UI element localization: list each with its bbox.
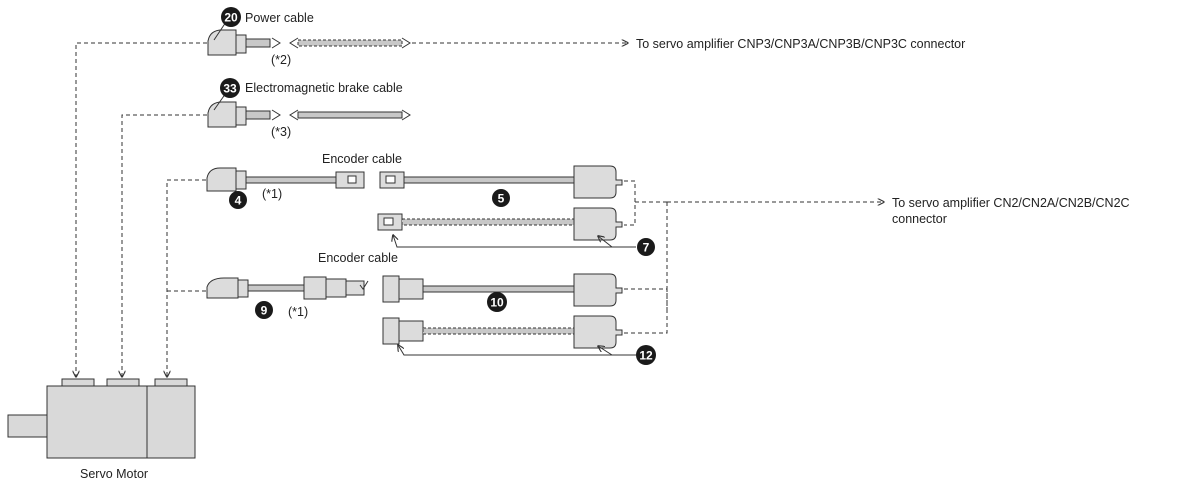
callout-4-circle xyxy=(229,191,247,209)
encoder-7-amp-connector xyxy=(573,207,623,241)
callout-20-circle xyxy=(221,7,241,27)
callout-7-circle xyxy=(637,238,655,256)
encoder-9-round-plug-cap xyxy=(325,278,347,298)
callout-7-number: 7 xyxy=(643,241,650,255)
encoder-9-connector-head xyxy=(206,277,239,299)
brake-connector-head xyxy=(207,101,237,128)
brake-cable-break-right xyxy=(401,109,411,121)
encoder-4-plug-latch xyxy=(347,175,357,184)
power-cable-label: Power cable xyxy=(245,11,314,25)
callout-12-leader-b xyxy=(598,346,613,356)
encoder-group-b: Encoder cable 9 (*1) 10 12 xyxy=(206,251,668,365)
callout-10-number: 10 xyxy=(490,296,504,310)
encoder-9-check-mark xyxy=(359,280,369,290)
power-route-line xyxy=(76,42,207,377)
encoder-9-round-plug-tip xyxy=(345,280,365,296)
brake-cable-body xyxy=(297,111,403,119)
encoder-10-cable xyxy=(422,285,575,293)
callout-33-circle xyxy=(220,78,240,98)
encoder-9-round-plug-body xyxy=(303,276,327,300)
callout-9-circle xyxy=(255,301,273,319)
encoder-9-connector-nut xyxy=(237,279,249,298)
servo-motor: Servo Motor xyxy=(7,378,196,481)
callout-33-number: 33 xyxy=(223,82,237,96)
power-cable-break-right xyxy=(401,37,411,49)
note-2: (*2) xyxy=(271,53,291,67)
power-cable-body xyxy=(297,39,403,47)
encoder-a-amp-bracket xyxy=(624,180,636,226)
power-cable: To servo amplifier CNP3/CNP3A/CNP3B/CNP3… xyxy=(207,7,965,67)
encoder-7-plug-latch xyxy=(383,217,394,226)
note-3: (*3) xyxy=(271,125,291,139)
power-destination-label: To servo amplifier CNP3/CNP3A/CNP3B/CNP3… xyxy=(636,37,965,51)
callout-9-number: 9 xyxy=(261,304,268,318)
note-1b: (*1) xyxy=(288,305,308,319)
callout-4-number: 4 xyxy=(235,194,242,208)
callout-5-circle xyxy=(492,189,510,207)
callout-7-leader-b xyxy=(598,236,613,248)
motor-shaft xyxy=(7,414,49,438)
encoder-5-amp-connector xyxy=(573,165,623,199)
power-cable-break-left xyxy=(271,37,281,49)
encoder-group-a: Encoder cable 4 (*1) 5 7 xyxy=(206,152,655,256)
callout-10-circle xyxy=(487,292,507,312)
encoder-b-amp-bracket xyxy=(624,288,668,334)
encoder-12-round-plug-front xyxy=(382,317,400,345)
encoder-10-round-plug-rear xyxy=(398,278,424,300)
power-cable-break-mid xyxy=(289,37,299,49)
encoder-cable-label-b: Encoder cable xyxy=(318,251,398,265)
encoder-10-amp-connector xyxy=(573,273,623,307)
motor-body xyxy=(46,385,148,459)
encoder-cable-label-a: Encoder cable xyxy=(322,152,402,166)
brake-cable: 33 Electromagnetic brake cable (*3) xyxy=(207,78,411,139)
encoder-12-amp-connector xyxy=(573,315,623,349)
callout-20-number: 20 xyxy=(224,11,238,25)
servo-motor-label: Servo Motor xyxy=(80,467,148,481)
encoder-destination-label-line1: To servo amplifier CN2/CN2A/CN2B/CN2C xyxy=(892,196,1130,210)
callout-7-leader xyxy=(393,235,636,248)
power-cable-stub xyxy=(245,38,271,48)
encoder-12-cable xyxy=(422,327,575,335)
motor-power-terminal xyxy=(61,378,95,387)
power-connector-head xyxy=(207,29,237,56)
encoder-5-plug-latch xyxy=(385,175,396,184)
callout-20-leader xyxy=(213,21,227,41)
brake-cable-break-mid xyxy=(289,109,299,121)
encoder-4-cable xyxy=(245,176,337,184)
brake-route-line xyxy=(122,114,207,377)
encoder-4-connector-head xyxy=(206,167,237,192)
callout-5-number: 5 xyxy=(498,192,505,206)
brake-connector-nut xyxy=(235,106,247,126)
encoder-10-round-plug-front xyxy=(382,275,400,303)
motor-encoder-terminal xyxy=(154,378,188,387)
motor-routing-lines xyxy=(76,42,207,377)
brake-cable-label: Electromagnetic brake cable xyxy=(245,81,403,95)
encoder-9-cable xyxy=(247,284,305,292)
power-connector-nut xyxy=(235,34,247,54)
note-1a: (*1) xyxy=(262,187,282,201)
callout-12-leader xyxy=(398,345,636,356)
encoder-destination-label-line2: connector xyxy=(892,212,947,226)
encoder-route-line xyxy=(167,179,206,377)
encoder-12-round-plug-rear xyxy=(398,320,424,342)
callout-12-circle xyxy=(636,345,656,365)
encoder-7-cable xyxy=(401,218,575,226)
callout-12-number: 12 xyxy=(639,349,653,363)
motor-encoder-section xyxy=(146,385,196,459)
motor-brake-terminal xyxy=(106,378,140,387)
brake-cable-break-left xyxy=(271,109,281,121)
encoder-destination-routing xyxy=(635,202,884,311)
brake-cable-stub xyxy=(245,110,271,120)
encoder-5-cable xyxy=(403,176,575,184)
encoder-4-connector-nut xyxy=(235,170,247,190)
